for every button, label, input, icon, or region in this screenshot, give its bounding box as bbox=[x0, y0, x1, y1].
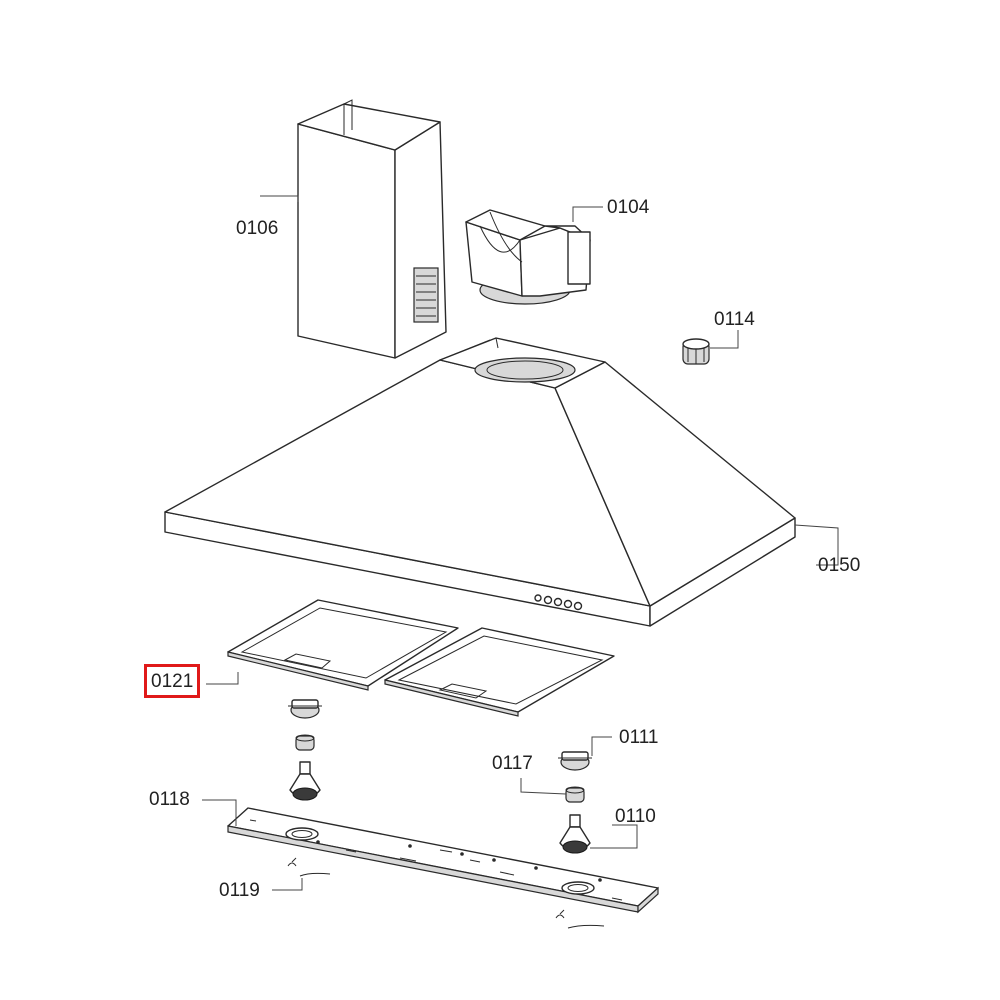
grease-filter-left[interactable] bbox=[227, 599, 459, 691]
lamp-ring-right[interactable] bbox=[565, 786, 585, 803]
hood-body-part[interactable] bbox=[164, 337, 796, 627]
label-lamp-ring: 0117 bbox=[492, 753, 533, 774]
screw-right[interactable] bbox=[555, 909, 605, 929]
screw-left[interactable] bbox=[287, 857, 331, 877]
leader-lines bbox=[202, 195, 839, 891]
label-air-outlet: 0104 bbox=[607, 197, 650, 218]
label-lamp-holder: 0111 bbox=[619, 727, 659, 748]
chimney-part[interactable] bbox=[297, 99, 447, 359]
lamp-holder-right[interactable] bbox=[558, 751, 592, 771]
label-halogen-lamp: 0110 bbox=[615, 806, 656, 827]
label-chimney: 0106 bbox=[236, 218, 279, 239]
lamp-ring-left[interactable] bbox=[295, 734, 315, 751]
label-screw: 0119 bbox=[219, 880, 260, 901]
grease-filter-right[interactable] bbox=[384, 627, 615, 717]
label-knob: 0114 bbox=[714, 309, 755, 330]
lamp-panel-part[interactable] bbox=[227, 807, 659, 914]
lamp-holder-left[interactable] bbox=[288, 699, 322, 719]
air-outlet-part[interactable] bbox=[465, 209, 591, 305]
knob-part[interactable] bbox=[682, 338, 710, 365]
label-hood-body: 0150 bbox=[818, 555, 861, 576]
halogen-lamp-right[interactable] bbox=[559, 814, 591, 854]
halogen-lamp-left[interactable] bbox=[289, 761, 321, 801]
label-grease-filter: 0121 bbox=[144, 664, 201, 698]
label-lamp-panel: 0118 bbox=[149, 789, 190, 810]
